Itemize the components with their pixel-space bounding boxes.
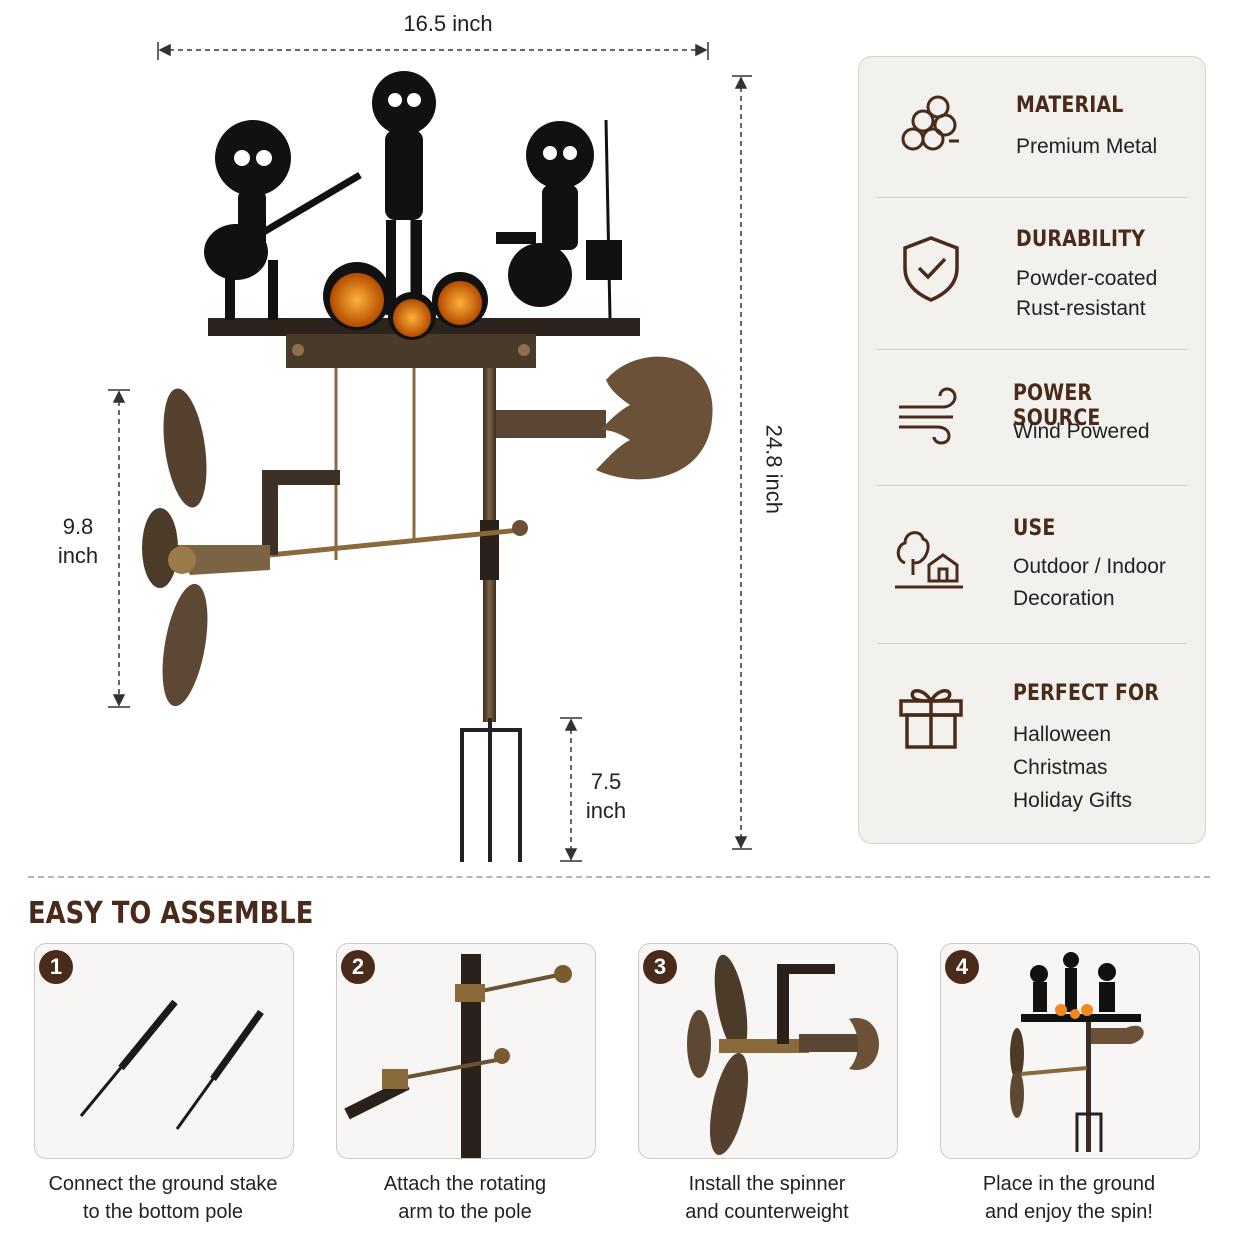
step-3-image: 3 <box>638 943 898 1159</box>
ground-stake-pieces <box>79 999 264 1130</box>
feature-durability-title: DURABILITY <box>1016 227 1146 252</box>
step-1-image: 1 <box>34 943 294 1159</box>
step-4-caption-line-1: Place in the ground <box>982 1173 1156 1195</box>
step-1-caption: Connect the ground stake to the bottom p… <box>18 1170 308 1226</box>
assembled-windmill <box>1010 952 1144 1152</box>
step-2-caption-line-2: arm to the pole <box>398 1201 532 1223</box>
step-1-number: 1 <box>39 950 73 984</box>
feature-divider <box>877 349 1187 350</box>
stake-dimension-unit: inch <box>585 797 627 823</box>
shield-check-icon <box>903 236 959 302</box>
spinner-counterweight-parts <box>687 954 879 1155</box>
step-4-caption: Place in the ground and enjoy the spin! <box>924 1170 1214 1226</box>
step-1-caption-line-2: to the bottom pole <box>82 1201 244 1223</box>
feature-perfect-for-line-1: Halloween <box>1013 723 1112 746</box>
width-dimension-label: 16.5 inch <box>403 11 493 36</box>
step-4-image: 4 <box>940 943 1200 1159</box>
spinner-dimension-unit: inch <box>57 542 99 568</box>
spinner-dimension-number: 9.8 <box>62 514 94 539</box>
step-3-caption: Install the spinner and counterweight <box>622 1170 912 1226</box>
section-divider <box>28 876 1210 878</box>
feature-use-title: USE <box>1013 516 1056 541</box>
feature-perfect-for-line-2: Christmas <box>1013 756 1108 779</box>
stake-dimension-line <box>560 717 582 862</box>
step-1-caption-line-1: Connect the ground stake <box>48 1173 278 1195</box>
feature-power-source-line-1: Wind Powered <box>1013 420 1150 443</box>
stake-dimension-number: 7.5 <box>590 769 622 794</box>
feature-divider <box>877 197 1187 198</box>
height-dimension-line <box>732 75 752 850</box>
propeller-spinner <box>142 388 270 707</box>
material-icon <box>901 95 959 151</box>
feature-power-source-title: POWER SOURCE <box>1013 381 1101 431</box>
step-2-caption: Attach the rotating arm to the pole <box>320 1170 610 1226</box>
gift-icon <box>899 689 963 749</box>
stake-dimension-label: 7.5 inch <box>580 768 632 825</box>
width-dimension-line <box>157 42 709 60</box>
step-2-image: 2 <box>336 943 596 1159</box>
tail-vane <box>496 356 713 480</box>
feature-durability-line-2: Rust-resistant <box>1016 297 1146 320</box>
feature-durability-line-1: Powder-coated <box>1016 267 1158 290</box>
spinner-dimension-line <box>108 389 130 708</box>
height-dimension-label: 24.8 inch <box>761 424 787 514</box>
product-illustration <box>108 42 752 862</box>
ground-stake <box>460 718 522 862</box>
rotating-arm-parts <box>344 954 572 1158</box>
feature-perfect-for-line-3: Holiday Gifts <box>1013 789 1133 812</box>
tree-house-icon <box>895 531 963 589</box>
features-card: MATERIAL Premium Metal DURABILITY Powder… <box>858 56 1206 844</box>
feature-material-line-1: Premium Metal <box>1016 135 1158 158</box>
wind-icon <box>899 387 957 445</box>
step-2-caption-line-1: Attach the rotating <box>383 1173 547 1195</box>
jack-o-lantern <box>323 262 488 340</box>
step-2-number: 2 <box>341 950 375 984</box>
feature-use-line-2: Decoration <box>1013 587 1115 610</box>
feature-material-title: MATERIAL <box>1016 93 1124 118</box>
step-3-number: 3 <box>643 950 677 984</box>
skeleton-band <box>204 71 622 320</box>
feature-perfect-for-title: PERFECT FOR <box>1013 681 1160 706</box>
step-3-caption-line-2: and counterweight <box>685 1201 849 1223</box>
feature-divider <box>877 485 1187 486</box>
feature-use-line-1: Outdoor / Indoor <box>1013 555 1166 578</box>
step-4-number: 4 <box>945 950 979 984</box>
step-4-caption-line-2: and enjoy the spin! <box>985 1201 1153 1223</box>
step-3-caption-line-1: Install the spinner <box>688 1173 846 1195</box>
spinner-dimension-label: 9.8 inch <box>52 513 104 570</box>
feature-divider <box>877 643 1187 644</box>
assembly-title: EASY TO ASSEMBLE <box>28 896 314 931</box>
